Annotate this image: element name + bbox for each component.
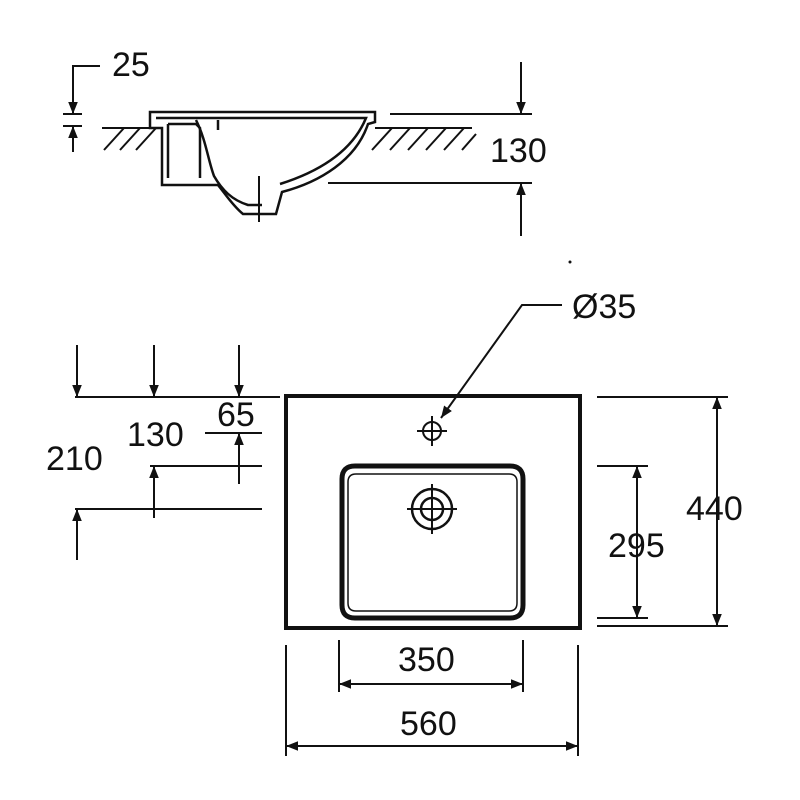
tap-hole-icon xyxy=(417,416,447,446)
bowl-outline-inner xyxy=(347,473,518,612)
dimension-25 xyxy=(63,65,100,152)
top-plan-view xyxy=(284,394,582,630)
stray-dot xyxy=(568,260,572,264)
hole-diameter-label: Ø35 xyxy=(572,288,636,326)
width-dimensions xyxy=(285,640,579,756)
depth-bowl-label: 295 xyxy=(608,527,665,565)
basin-inner-profile xyxy=(156,116,368,207)
width-bowl-label: 350 xyxy=(398,641,455,679)
dimension-130-height-label: 130 xyxy=(490,132,547,170)
depth-dimensions xyxy=(597,396,728,627)
drain-icon xyxy=(407,484,457,534)
overflow-channel xyxy=(166,122,202,178)
countertop-hatch xyxy=(102,127,477,151)
basin-outline xyxy=(284,394,582,630)
left-offset-dimensions xyxy=(72,345,280,560)
dimension-25-label: 25 xyxy=(112,46,150,84)
dimension-130-height xyxy=(328,62,532,236)
hole-diameter-leader xyxy=(440,304,562,419)
width-total-label: 560 xyxy=(400,705,457,743)
offset-130-label: 130 xyxy=(127,416,184,454)
offset-210-label: 210 xyxy=(46,440,103,478)
offset-65-label: 65 xyxy=(217,396,255,434)
basin-outer-profile xyxy=(148,110,377,216)
depth-total-label: 440 xyxy=(686,490,743,528)
bowl-outline-outer xyxy=(339,463,526,621)
side-section-view xyxy=(102,110,477,222)
